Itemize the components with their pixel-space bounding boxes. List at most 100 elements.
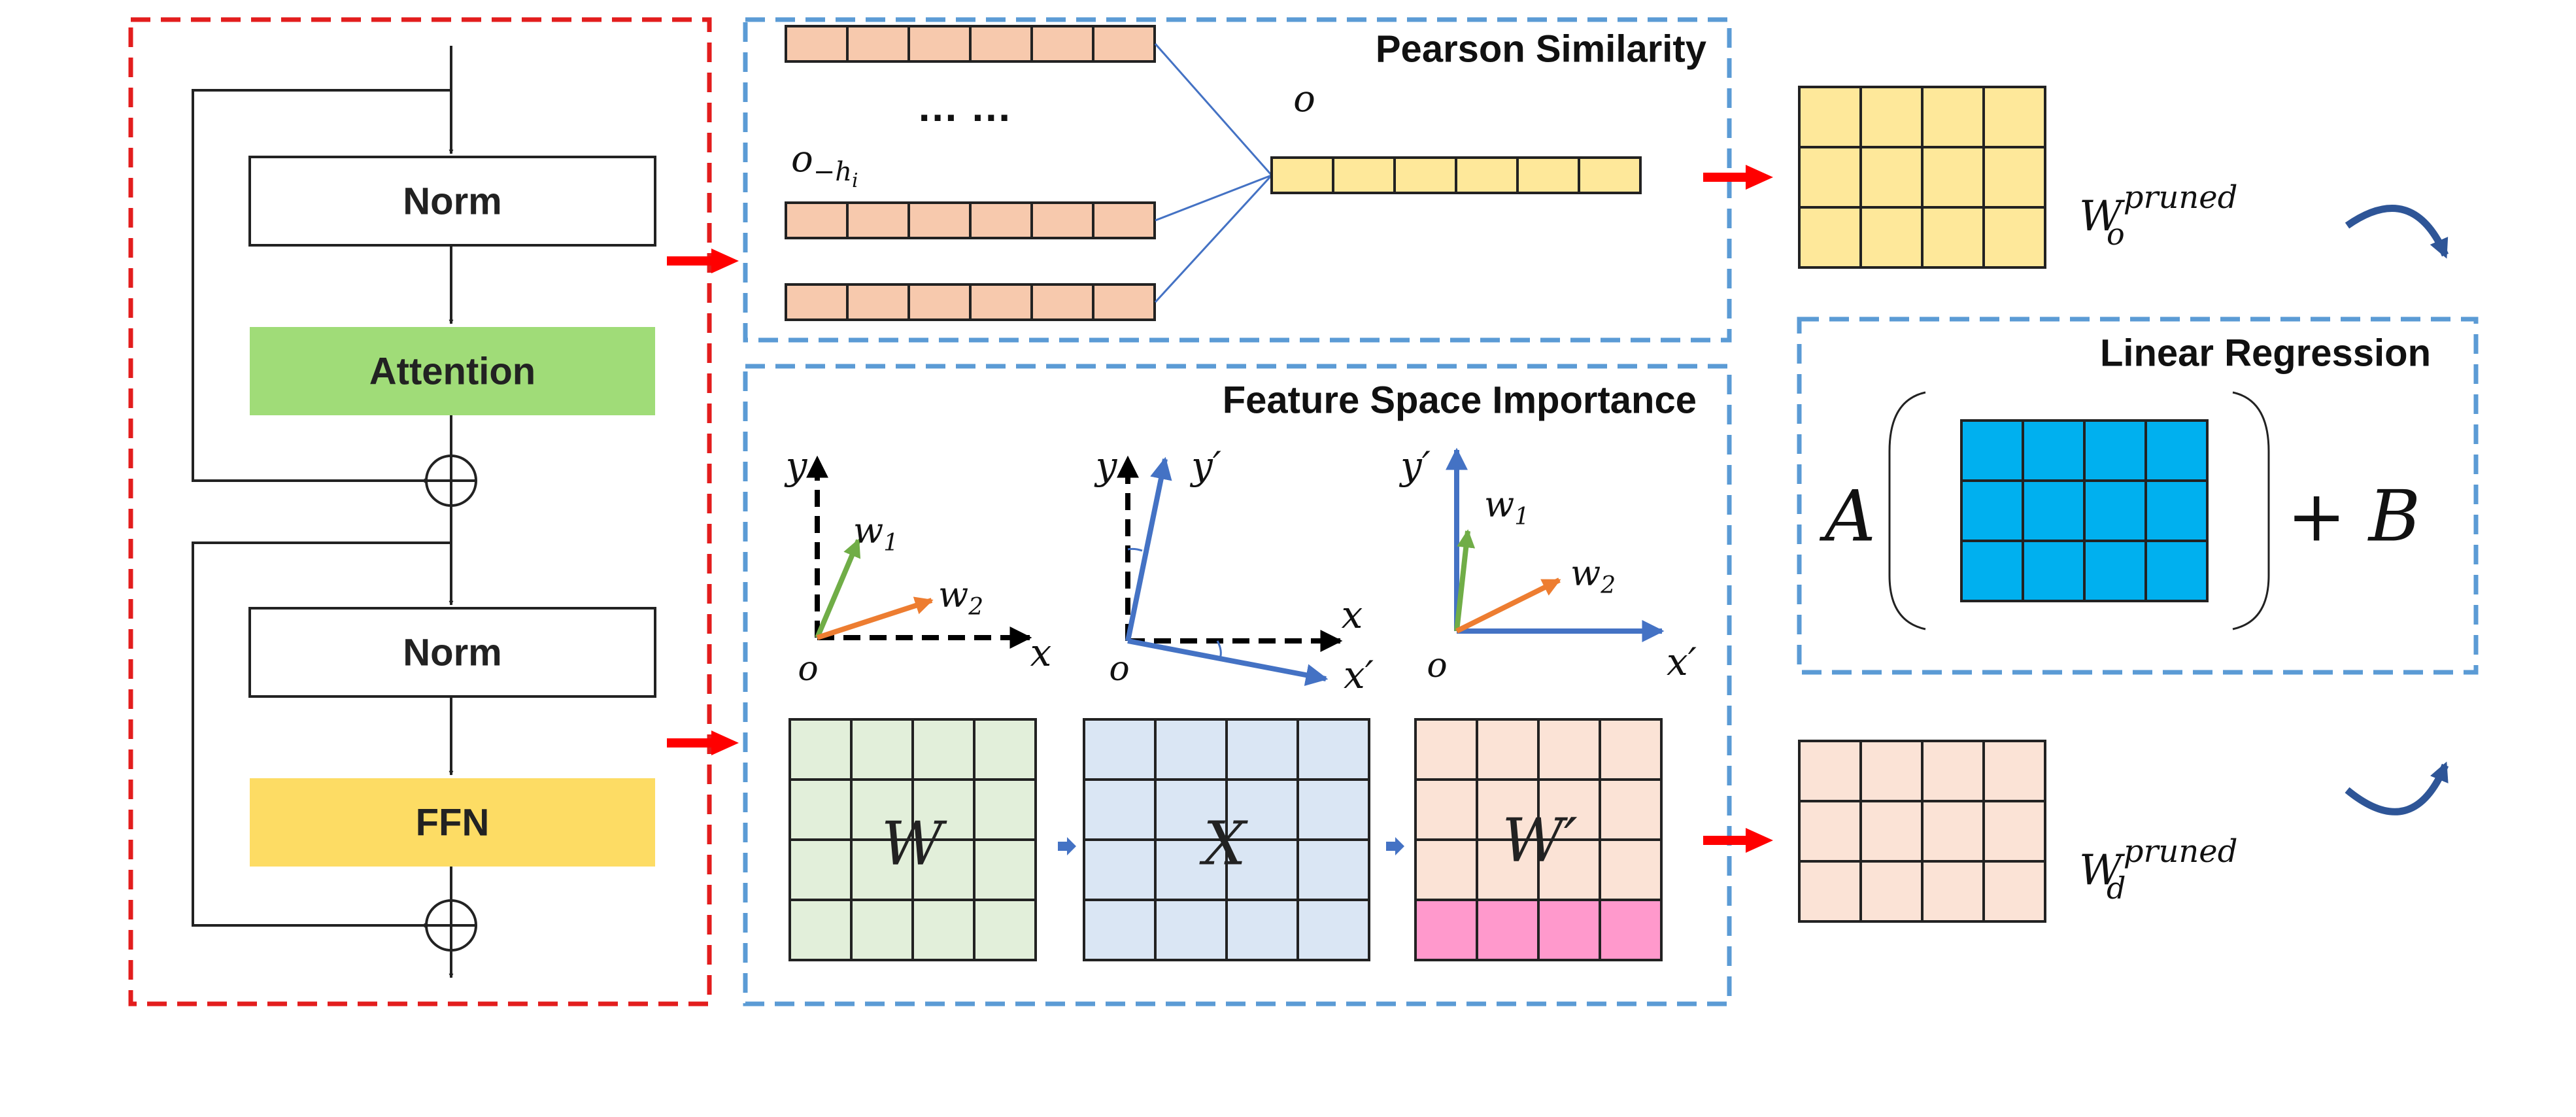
matrix-cell — [1414, 718, 1478, 781]
matrix-cell — [1476, 778, 1540, 841]
matrix-cell — [2144, 419, 2209, 482]
matrix-cell — [911, 718, 975, 781]
rotation-arc-y — [1127, 547, 1143, 552]
w2-sub: 2 — [1600, 572, 1616, 599]
feature-title: Feature Space Importance — [1223, 379, 1697, 422]
feature-space-panel: Feature Space Importance y x o w1 w2 y y… — [743, 364, 1732, 1006]
matrix-cell — [1476, 899, 1540, 961]
connection-lines — [1154, 43, 1273, 303]
residual-path-2 — [192, 541, 451, 928]
matrix-cell — [973, 899, 1037, 961]
matrix-cell — [1414, 838, 1478, 901]
y-axis-label: y — [1094, 443, 1118, 488]
matrix-cell — [850, 718, 914, 781]
head-vector — [785, 25, 1156, 63]
o-minus-main: o — [791, 138, 813, 180]
w1-main: w — [1484, 484, 1514, 525]
matrix-cell — [1414, 899, 1478, 961]
matrix-cell — [969, 283, 1033, 321]
x-axis-label: x — [1342, 593, 1363, 637]
o-label: o — [1293, 78, 1315, 120]
curved-arrow-top — [2345, 205, 2449, 259]
pearson-title: Pearson Similarity — [1376, 28, 1706, 71]
matrix-cell — [1982, 860, 2046, 923]
matrix-cell — [2144, 540, 2209, 602]
w1-label: w1 — [1484, 484, 1529, 530]
matrix-cell — [1859, 860, 1924, 923]
matrix-cell — [1921, 860, 1985, 923]
w1-sub: 1 — [1514, 504, 1529, 530]
rotation-arc-x — [1216, 640, 1222, 659]
x-axis-label: x — [1030, 630, 1052, 675]
w1-label: w1 — [853, 510, 898, 557]
wd-main: W — [2079, 846, 2126, 895]
pearson-similarity-panel: Pearson Similarity … … o−hi o — [743, 17, 1732, 343]
small-arrow-w-to-x — [1058, 837, 1076, 855]
matrix-cell — [1960, 540, 2024, 602]
matrix-cell — [1537, 718, 1601, 781]
regression-frame — [1797, 317, 2479, 675]
w1-sub: 1 — [883, 530, 898, 557]
matrix-cell — [969, 201, 1033, 239]
regression-title: Linear Regression — [2100, 332, 2431, 375]
matrix-w-prime — [1414, 718, 1663, 961]
matrix-cell — [1225, 838, 1299, 901]
matrix-cell — [1083, 718, 1157, 781]
matrix-cell — [2022, 419, 2086, 482]
matrix-cell — [1798, 800, 1862, 863]
pruned-wo-matrix — [1798, 86, 2046, 269]
wo-sup: pruned — [2124, 179, 2238, 216]
matrix-cell — [1982, 800, 2046, 863]
y-prime-label: y′ — [1189, 443, 1221, 488]
matrix-cell — [846, 25, 910, 63]
matrix-cell — [973, 778, 1037, 841]
matrix-cell — [1599, 838, 1663, 901]
matrix-cell — [788, 718, 853, 781]
matrix-cell — [911, 899, 975, 961]
o-minus-sub: −h — [813, 157, 852, 187]
plus-b: + B — [2287, 476, 2420, 558]
coefficient-a: A — [1819, 476, 1876, 558]
transformer-block: Norm Attention Norm FFN — [128, 17, 712, 1006]
matrix-cell — [1083, 838, 1157, 901]
w2-main: w — [1570, 553, 1601, 594]
w1-main: w — [853, 510, 883, 551]
matrix-cell — [1960, 479, 2024, 542]
pruned-wd-matrix — [1798, 740, 2046, 923]
matrix-cell — [1393, 156, 1457, 194]
attention-label: Attention — [369, 351, 536, 393]
x-prime-axis — [1127, 638, 1329, 686]
y-axis-label: y — [784, 443, 808, 488]
matrix-cell — [2022, 540, 2086, 602]
matrix-cell — [1154, 718, 1228, 781]
matrix-cell — [1859, 146, 1924, 209]
matrix-cell — [973, 718, 1037, 781]
matrix-cell — [2144, 479, 2209, 542]
matrix-cell — [1296, 838, 1370, 901]
matrix-cell — [907, 25, 972, 63]
norm2-box — [248, 607, 656, 698]
matrix-cell — [2083, 419, 2147, 482]
w2-label: w2 — [1570, 553, 1616, 599]
y-prime-label: y′ — [1398, 443, 1431, 488]
matrix-cell — [1092, 201, 1156, 239]
matrix-cell — [973, 838, 1037, 901]
matrix-cell — [1859, 800, 1924, 863]
matrix-cell — [1296, 778, 1370, 841]
matrix-cell — [1476, 838, 1540, 901]
matrix-cell — [1921, 740, 1985, 802]
matrix-cell — [1798, 206, 1862, 269]
red-arrow-to-pearson — [667, 249, 739, 273]
matrix-cell — [1921, 86, 1985, 148]
wd-sub: d — [2107, 870, 2126, 906]
red-arrow-to-wd — [1703, 828, 1773, 853]
matrix-cell — [1455, 156, 1519, 194]
matrix-w-prime-label: W′ — [1502, 806, 1578, 876]
matrix-cell — [1030, 25, 1094, 63]
matrix-cell — [1092, 283, 1156, 321]
small-arrow-x-to-wprime — [1386, 837, 1404, 855]
matrix-cell — [1083, 778, 1157, 841]
matrix-cell — [1921, 206, 1985, 269]
matrix-cell — [785, 25, 849, 63]
matrix-cell — [1154, 838, 1228, 901]
